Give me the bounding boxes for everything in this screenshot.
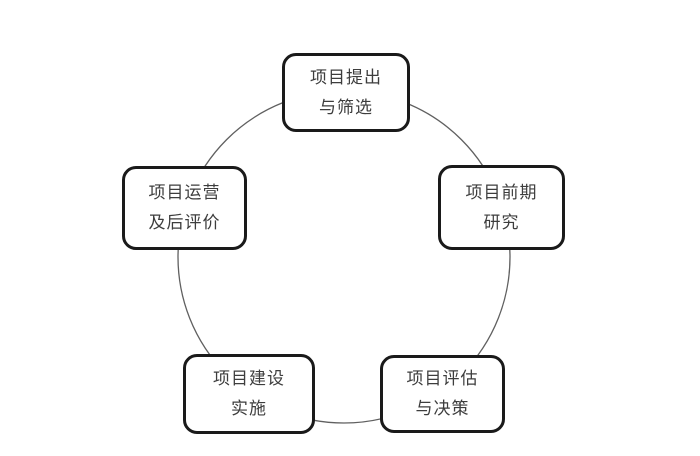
node-evaluation-decision: 项目评估 与决策 — [380, 355, 505, 433]
node-label-line: 项目运营 — [148, 183, 221, 202]
node-label-line: 项目评估 — [406, 369, 479, 388]
node-label-line: 项目建设 — [213, 369, 285, 388]
node-preliminary-research: 项目前期 研究 — [438, 165, 565, 250]
node-construction-implementation: 项目建设 实施 — [183, 354, 315, 434]
node-operation-post-evaluation: 项目运营 及后评价 — [122, 166, 247, 250]
node-project-proposal: 项目提出 与筛选 — [282, 53, 410, 132]
node-label-line: 项目提出 — [310, 67, 382, 87]
node-label-line: 与筛选 — [319, 97, 373, 117]
node-label-line: 与决策 — [415, 399, 470, 418]
node-label-line: 及后评价 — [148, 213, 221, 232]
node-label-line: 实施 — [231, 399, 267, 418]
node-label-line: 研究 — [483, 212, 520, 232]
node-label-line: 项目前期 — [465, 182, 538, 202]
